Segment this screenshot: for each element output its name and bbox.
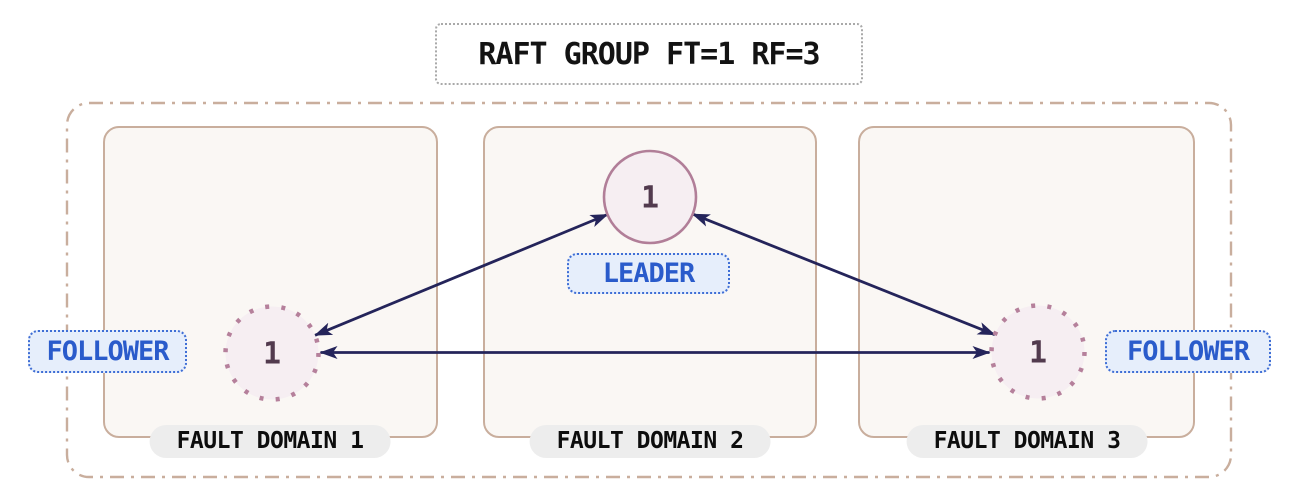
fault-domain-3-label: FAULT DOMAIN 3 [906, 425, 1148, 458]
leader-role-label: LEADER [602, 258, 696, 289]
leader-node: 1 [640, 180, 660, 216]
follower-left-node-circle [223, 304, 321, 402]
follower-role-badge-left: FOLLOWER [28, 330, 187, 373]
follower-left-role-label: FOLLOWER [46, 336, 169, 367]
leader-node-circle [602, 149, 698, 245]
leader-role-badge: LEADER [567, 253, 730, 294]
follower-right-node-circle [989, 303, 1087, 401]
raft-group-boundary [65, 101, 1233, 479]
arrow-leader-follower-right [691, 212, 996, 337]
follower-node-right: 1 [1028, 335, 1048, 371]
follower-right-role-label: FOLLOWER [1126, 336, 1250, 367]
fault-domain-2-label: FAULT DOMAIN 2 [529, 425, 771, 458]
diagram-title-text: RAFT GROUP FT=1 RF=3 [478, 36, 820, 72]
arrow-leader-follower-left [314, 213, 609, 337]
fault-domain-1-label: FAULT DOMAIN 1 [149, 425, 391, 458]
follower-role-badge-right: FOLLOWER [1105, 330, 1271, 373]
follower-node-left: 1 [262, 336, 282, 372]
diagram-title: RAFT GROUP FT=1 RF=3 [435, 23, 863, 85]
